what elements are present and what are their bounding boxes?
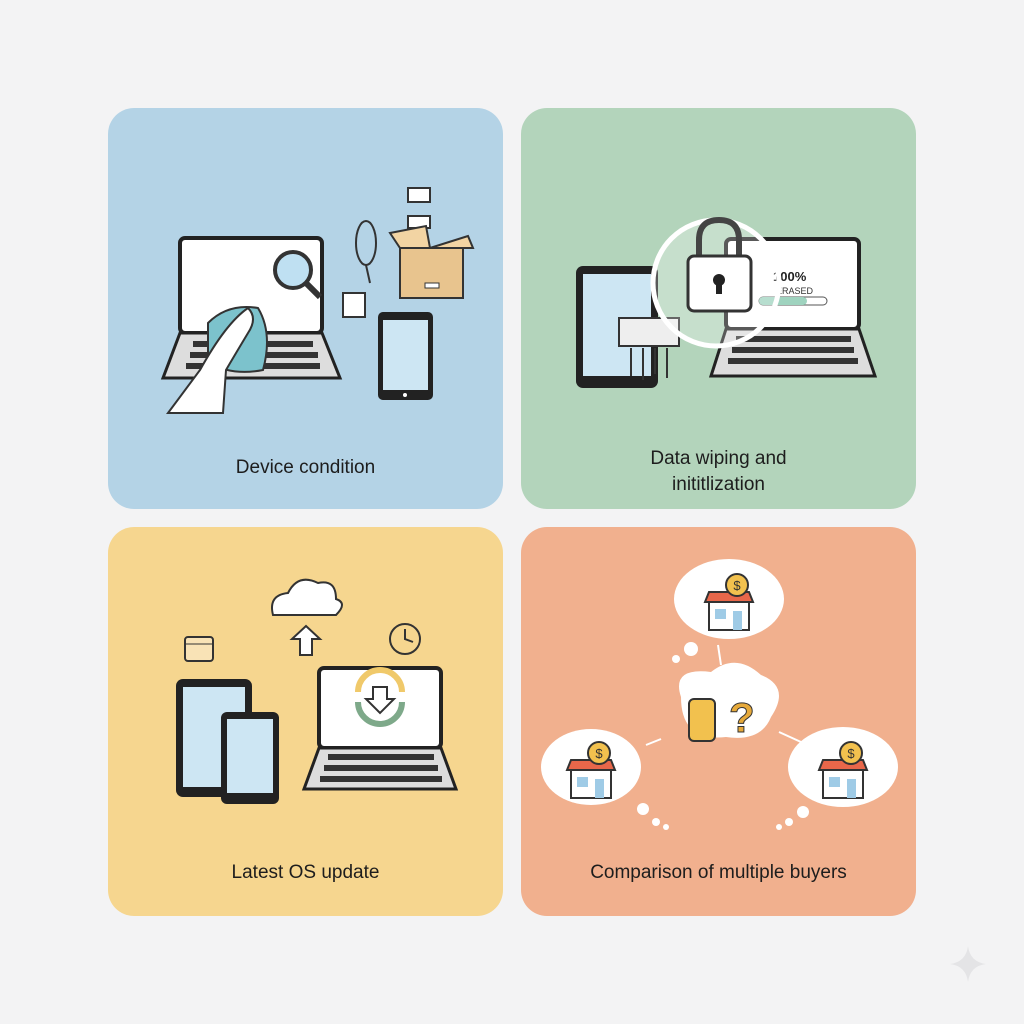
cleaning-cloth-hand-icon [166, 306, 268, 414]
question-icon: ? [729, 694, 755, 741]
upload-arrow-icon [289, 624, 323, 656]
charger-icon [342, 292, 366, 318]
download-icon [355, 667, 405, 727]
panel-data-wiping: 100% ERASED Data wiping and inititlizati… [521, 108, 916, 509]
cloud-icon [271, 578, 343, 616]
clock-icon [389, 623, 421, 655]
panel-os-update: Latest OS update [108, 527, 503, 916]
lock-icon [686, 216, 753, 313]
panel-title: Latest OS update [231, 862, 380, 883]
screen-status: ERASED [776, 286, 814, 296]
cable-icon [355, 187, 431, 284]
panel-title: Device condition [235, 457, 376, 478]
panel-device-condition: Device condition [108, 108, 503, 509]
laptop-icon [708, 237, 878, 378]
panel-title: Comparison of multiple buyers [590, 862, 847, 883]
coin-stack-icon [688, 698, 716, 742]
tablet-icon [378, 312, 433, 400]
calendar-icon [184, 636, 214, 662]
box-icon [388, 224, 475, 299]
panel-title: Data wiping and inititlization [650, 448, 787, 495]
device-condition-illustration [160, 187, 475, 414]
data-wiping-illustration: 100% ERASED [576, 216, 878, 388]
tablet-icon [176, 679, 279, 804]
sparkle-icon [950, 946, 986, 982]
os-update-illustration [176, 578, 459, 804]
panel-buyer-comparison: $ ? Comparison of multiple buyers [521, 527, 916, 916]
magnifier-icon [273, 250, 323, 300]
buyer-comparison-illustration: $ ? [541, 559, 898, 830]
